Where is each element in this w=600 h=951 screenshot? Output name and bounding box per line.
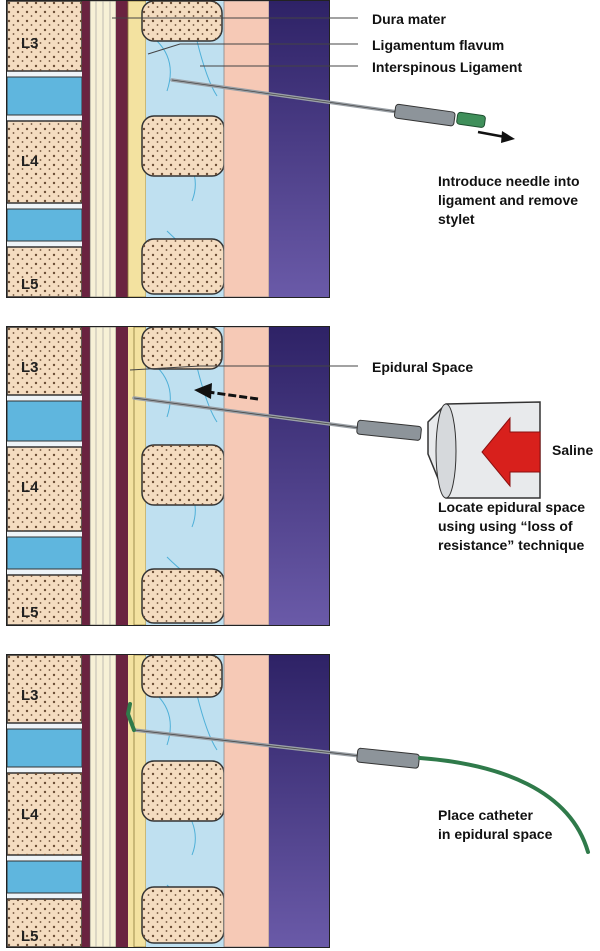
vertebra-label-l5: L5: [21, 928, 39, 945]
vertebra-label-l3: L3: [21, 35, 39, 52]
vertebra-label-l5: L5: [21, 604, 39, 621]
intervertebral-disc: [7, 536, 83, 570]
subcutaneous-tissue: [223, 1, 270, 297]
spine-cross-section-1: L3 L4 L5: [7, 1, 329, 297]
spine-cross-section-2: L3 L4 L5: [7, 327, 329, 625]
skin-dark-layer: [269, 327, 329, 625]
intervertebral-disc: [7, 400, 83, 442]
epidural-space: [128, 655, 134, 947]
needle-hub: [356, 419, 422, 441]
needle-hub: [393, 103, 456, 127]
skin-dark-layer: [269, 1, 329, 297]
vertebra-label-l3: L3: [21, 359, 39, 376]
label-interspinous-ligament: Interspinous Ligament: [372, 59, 523, 75]
subcutaneous-tissue: [223, 655, 270, 947]
vertebra-label-l5: L5: [21, 276, 39, 293]
removal-arrow: [477, 130, 506, 139]
stylet-cap: [456, 111, 486, 128]
label-saline: Saline: [552, 442, 594, 458]
vertebra-label-l4: L4: [21, 479, 39, 496]
pressure-arrow: [481, 416, 541, 488]
dura-mater: [116, 327, 128, 625]
intervertebral-disc: [7, 860, 83, 894]
label-epidural-space: Epidural Space: [372, 359, 474, 375]
intervertebral-disc: [7, 728, 83, 768]
skin-dark-layer: [269, 655, 329, 947]
dura-mater: [116, 655, 128, 947]
dura-mater: [116, 1, 128, 297]
spine-cross-section-3: L3 L4 L5: [7, 655, 329, 947]
label-ligamentum-flavum: Ligamentum flavum: [372, 37, 505, 53]
intervertebral-disc: [7, 208, 83, 242]
caption-step-1: Introduce needle into ligament and remov…: [438, 173, 580, 227]
panel-introduce-needle: L3 L4 L5: [6, 0, 330, 298]
panel-locate-epidural: L3 L4 L5: [6, 326, 330, 626]
saline-syringe: [427, 401, 541, 499]
needle-hub: [356, 747, 420, 769]
vertebra-label-l3: L3: [21, 687, 39, 704]
caption-step-3: Place catheter in epidural space: [438, 807, 553, 842]
vertebra-label-l4: L4: [21, 806, 39, 823]
epidural-space: [128, 327, 134, 625]
removal-arrow-head: [501, 131, 515, 143]
vertebra-label-l4: L4: [21, 153, 39, 170]
caption-step-2: Locate epidural space using using “loss …: [438, 499, 586, 553]
label-dura-mater: Dura mater: [372, 11, 446, 27]
subcutaneous-tissue: [223, 327, 270, 625]
intervertebral-disc: [7, 76, 83, 116]
panel-place-catheter: L3 L4 L5: [6, 654, 330, 948]
